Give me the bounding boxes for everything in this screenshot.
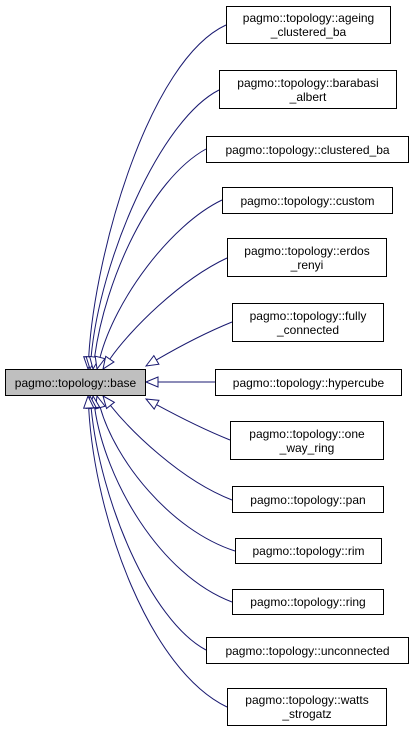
node-ageing-clustered-ba[interactable]: pagmo::topology::ageing _clustered_ba (226, 6, 391, 44)
edge-clustered-ba (94, 148, 207, 358)
edge-arrowhead (144, 398, 160, 411)
edge-barabasi-albert (90, 89, 220, 358)
node-watts-strogatz[interactable]: pagmo::topology::watts _strogatz (227, 688, 387, 726)
node-label-line: _clustered_ba (270, 25, 347, 39)
edge-ageing-clustered-ba (88, 24, 227, 358)
node-label-line: _albert (289, 89, 327, 104)
node-label-line: pagmo::topology::ring (250, 595, 366, 609)
node-one-way-ring[interactable]: pagmo::topology::one _way_ring (230, 421, 384, 460)
edge-pan (110, 405, 233, 501)
edge-arrowhead (144, 376, 159, 388)
edge-fully-connected (156, 321, 233, 361)
node-label-line: pagmo::topology::pan (250, 492, 366, 507)
edge-arrowhead (102, 394, 116, 410)
node-pan[interactable]: pagmo::topology::pan (232, 486, 384, 513)
edge-custom (99, 199, 223, 358)
node-unconnected[interactable]: pagmo::topology::unconnected (206, 637, 409, 664)
node-custom[interactable]: pagmo::topology::custom (222, 187, 393, 214)
edge-one-way-ring (156, 404, 231, 441)
edge-arrowhead (144, 354, 160, 367)
node-label-line: pagmo::topology::clustered_ba (225, 142, 390, 157)
edge-unconnected (90, 407, 207, 651)
node-fully-connected[interactable]: pagmo::topology::fully _connected (232, 303, 384, 342)
node-label-line: pagmo::topology::rim (252, 544, 365, 558)
node-erdos-renyi[interactable]: pagmo::topology::erdos _renyi (227, 238, 387, 277)
node-label-line: pagmo::topology::unconnected (225, 643, 390, 658)
edge-watts-strogatz (88, 407, 228, 708)
node-label-line: pagmo::topology::custom (240, 193, 375, 208)
edge-arrowhead (102, 355, 115, 371)
node-label-line: pagmo::topology::erdos (244, 243, 370, 258)
edge-arrowhead (94, 355, 106, 371)
node-clustered-ba[interactable]: pagmo::topology::clustered_ba (206, 136, 409, 163)
node-ring[interactable]: pagmo::topology::ring (232, 589, 384, 615)
node-label-line: pagmo::topology::barabasi (237, 75, 379, 90)
edge-ring (94, 407, 233, 603)
edge-erdos-renyi (109, 257, 228, 360)
node-label-line: _connected (276, 322, 340, 337)
node-barabasi-albert[interactable]: pagmo::topology::barabasi _albert (219, 70, 397, 109)
node-label-line: _way_ring (279, 440, 335, 455)
edge-arrowhead (82, 394, 95, 409)
node-label-line: pagmo::topology::watts (245, 693, 369, 707)
node-hypercube[interactable]: pagmo::topology::hypercube (215, 369, 402, 396)
node-base-label: pagmo::topology::base (14, 375, 137, 390)
node-label-line: _strogatz (282, 707, 332, 721)
node-label-line: _renyi (290, 257, 324, 272)
edge-rim (99, 407, 236, 552)
node-rim[interactable]: pagmo::topology::rim (235, 538, 382, 564)
node-label-line: pagmo::topology::fully (249, 308, 367, 323)
node-base[interactable]: pagmo::topology::base (5, 369, 146, 396)
node-label-line: pagmo::topology::one (249, 426, 365, 441)
node-label-line: pagmo::topology::hypercube (232, 375, 385, 390)
node-label-line: pagmo::topology::ageing (242, 11, 375, 25)
